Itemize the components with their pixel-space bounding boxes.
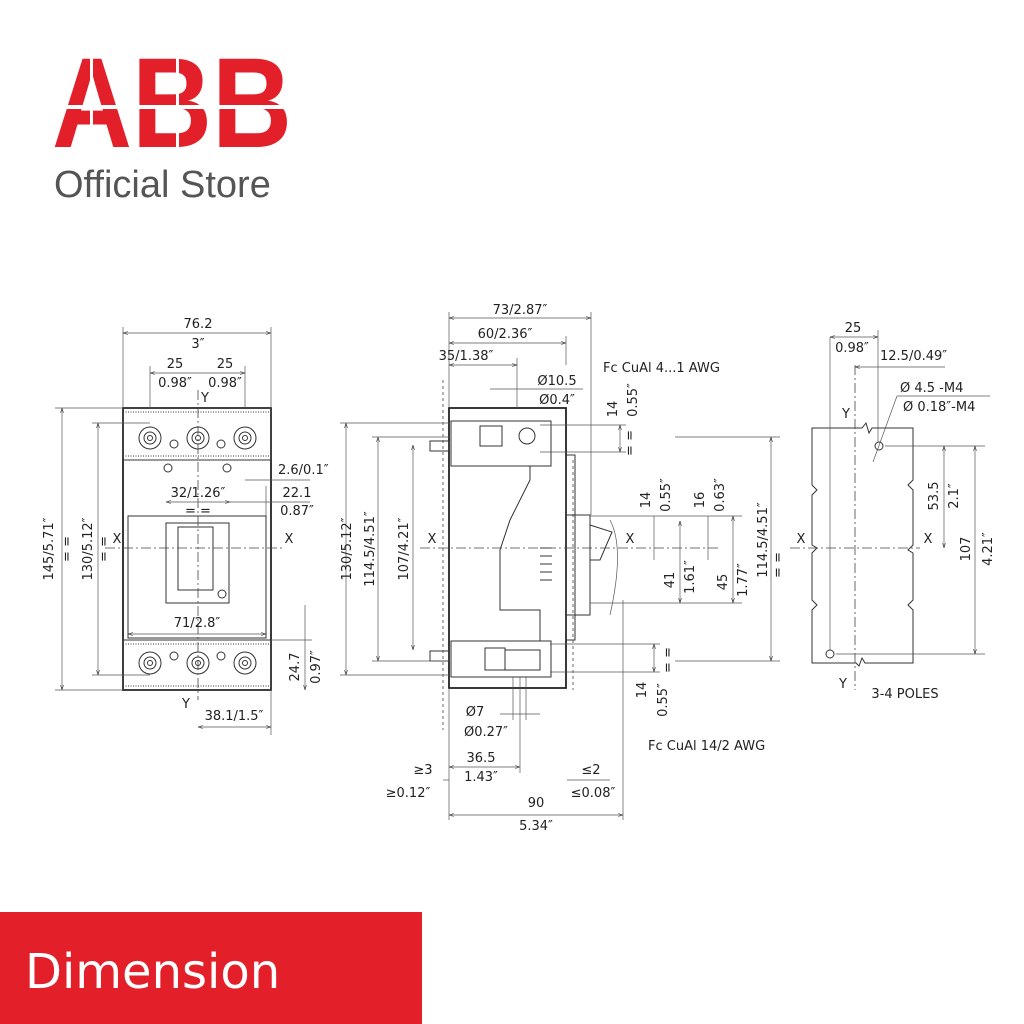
dim-handle-41-in: 1.61″ <box>683 560 698 594</box>
side-view-labels: 73/2.87″ 60/2.36″ 35/1.38″ Fc CuAl 4...1… <box>340 303 786 834</box>
dim-handle-14-in: 0.55″ <box>659 478 674 512</box>
dim-hole-top: Ø10.5 <box>537 374 576 389</box>
dim-depth-36-5: 36.5 <box>467 751 496 766</box>
equal-mark: = = <box>623 430 638 456</box>
dim-gap-max: ≤2 <box>581 763 600 778</box>
dim-handle-45: 45 <box>716 574 731 591</box>
dim-height-total: 145/5.71″ <box>42 517 57 580</box>
dim-hole: Ø 4.5 -M4 <box>900 381 963 396</box>
dim-handle-45-in: 1.77″ <box>736 563 751 597</box>
dim-width-in: 3″ <box>191 337 204 352</box>
abb-logo: ABB <box>50 32 295 175</box>
dim-term-top: 14 <box>606 401 621 418</box>
dim-half-height: 53.5 <box>927 482 942 511</box>
dim-term-bottom: 14 <box>635 682 650 699</box>
dim-height: 107 <box>959 537 974 562</box>
side-view <box>340 312 780 820</box>
dim-height-mount: 130/5.12″ <box>81 517 96 580</box>
dim-pitch-left: 25 <box>167 357 184 372</box>
dim-pitch-left-in: 0.98″ <box>158 376 192 391</box>
axis-x-left: X <box>428 532 437 547</box>
equal-mark: = = <box>60 536 75 562</box>
dimension-banner <box>0 912 422 1024</box>
dim-terminal-height-in: 0.97″ <box>309 650 324 684</box>
dim-handle-14: 14 <box>639 492 654 509</box>
poles-label: 3-4 POLES <box>871 687 938 702</box>
equal-mark: = = <box>97 536 112 562</box>
dim-gap-min: ≥3 <box>413 763 432 778</box>
dim-term-bottom-in: 0.55″ <box>656 683 671 717</box>
axis-x-right: X <box>924 532 933 547</box>
axis-x-right: X <box>285 532 294 547</box>
dim-width: 76.2 <box>184 317 213 332</box>
dim-pitch: 25 <box>845 321 862 336</box>
dim-depth-terminal: 35/1.38″ <box>439 349 494 364</box>
axis-x-right: X <box>626 532 635 547</box>
front-view-labels: 76.2 3″ 25 0.98″ 25 0.98″ Y Y X X 145/5.… <box>42 317 329 724</box>
dim-depth: 22.1 <box>283 486 312 501</box>
dim-gap-max-in: ≤0.08″ <box>571 786 616 801</box>
dim-handle-width: 32/1.26″ <box>171 486 226 501</box>
dim-offset: 12.5/0.49″ <box>880 349 947 364</box>
equal-mark: = = <box>185 504 211 519</box>
dim-hole-top-in: Ø0.4″ <box>539 393 575 408</box>
dim-h130: 130/5.12″ <box>340 517 355 580</box>
axis-x-left: X <box>113 532 122 547</box>
dim-height-in: 4.21″ <box>981 532 996 566</box>
dim-offset: 2.6/0.1″ <box>278 463 329 478</box>
dim-gap-min-in: ≥0.12″ <box>386 786 431 801</box>
drilling-view-labels: 25 0.98″ 12.5/0.49″ Ø 4.5 -M4 Ø 0.18″-M4… <box>797 321 996 702</box>
dim-depth-in: 0.87″ <box>280 504 314 519</box>
dim-h114-right: 114.5/4.51″ <box>756 502 771 578</box>
axis-y-bottom: Y <box>181 697 190 712</box>
dim-handle-16-in: 0.63″ <box>713 478 728 512</box>
cable-spec-top: Fc CuAl 4...1 AWG <box>603 361 720 376</box>
dim-depth-front: 60/2.36″ <box>478 327 533 342</box>
dim-depth-36-5-in: 1.43″ <box>464 770 498 785</box>
axis-y-top: Y <box>841 407 850 422</box>
logo-text: ABB <box>52 32 292 175</box>
dim-pitch-right: 25 <box>217 357 234 372</box>
dim-term-top-in: 0.55″ <box>626 383 641 417</box>
equal-mark: = = <box>661 647 676 673</box>
axis-x-left: X <box>797 532 806 547</box>
dim-depth-90-in: 5.34″ <box>519 819 553 834</box>
dim-front-width: 71/2.8″ <box>174 616 221 631</box>
dim-hole-bottom-in: Ø0.27″ <box>464 725 508 740</box>
dim-pitch-in: 0.98″ <box>835 341 869 356</box>
dim-handle-41: 41 <box>663 572 678 589</box>
dim-pitch-right-in: 0.98″ <box>208 376 242 391</box>
dim-hole-in: Ø 0.18″-M4 <box>903 400 975 415</box>
store-tagline: Official Store <box>54 164 271 206</box>
dim-h107: 107/4.21″ <box>397 517 412 580</box>
drilling-template-view <box>790 330 990 690</box>
dim-h114: 114.5/4.51″ <box>363 511 378 587</box>
dim-depth-90: 90 <box>528 796 545 811</box>
banner-label: Dimension <box>25 944 280 1000</box>
axis-y-top: Y <box>200 391 209 406</box>
dim-hole-bottom: Ø7 <box>466 705 485 720</box>
dim-depth-total: 73/2.87″ <box>493 303 548 318</box>
dim-terminal-height: 24.7 <box>288 653 303 682</box>
front-view <box>55 327 312 735</box>
equal-mark: = = <box>771 552 786 578</box>
dim-half-width: 38.1/1.5″ <box>205 709 264 724</box>
dim-handle-16: 16 <box>693 492 708 509</box>
cable-spec-bottom: Fc CuAl 14/2 AWG <box>648 739 765 754</box>
axis-y-bottom: Y <box>838 677 847 692</box>
dim-half-height-in: 2.1″ <box>947 483 962 509</box>
